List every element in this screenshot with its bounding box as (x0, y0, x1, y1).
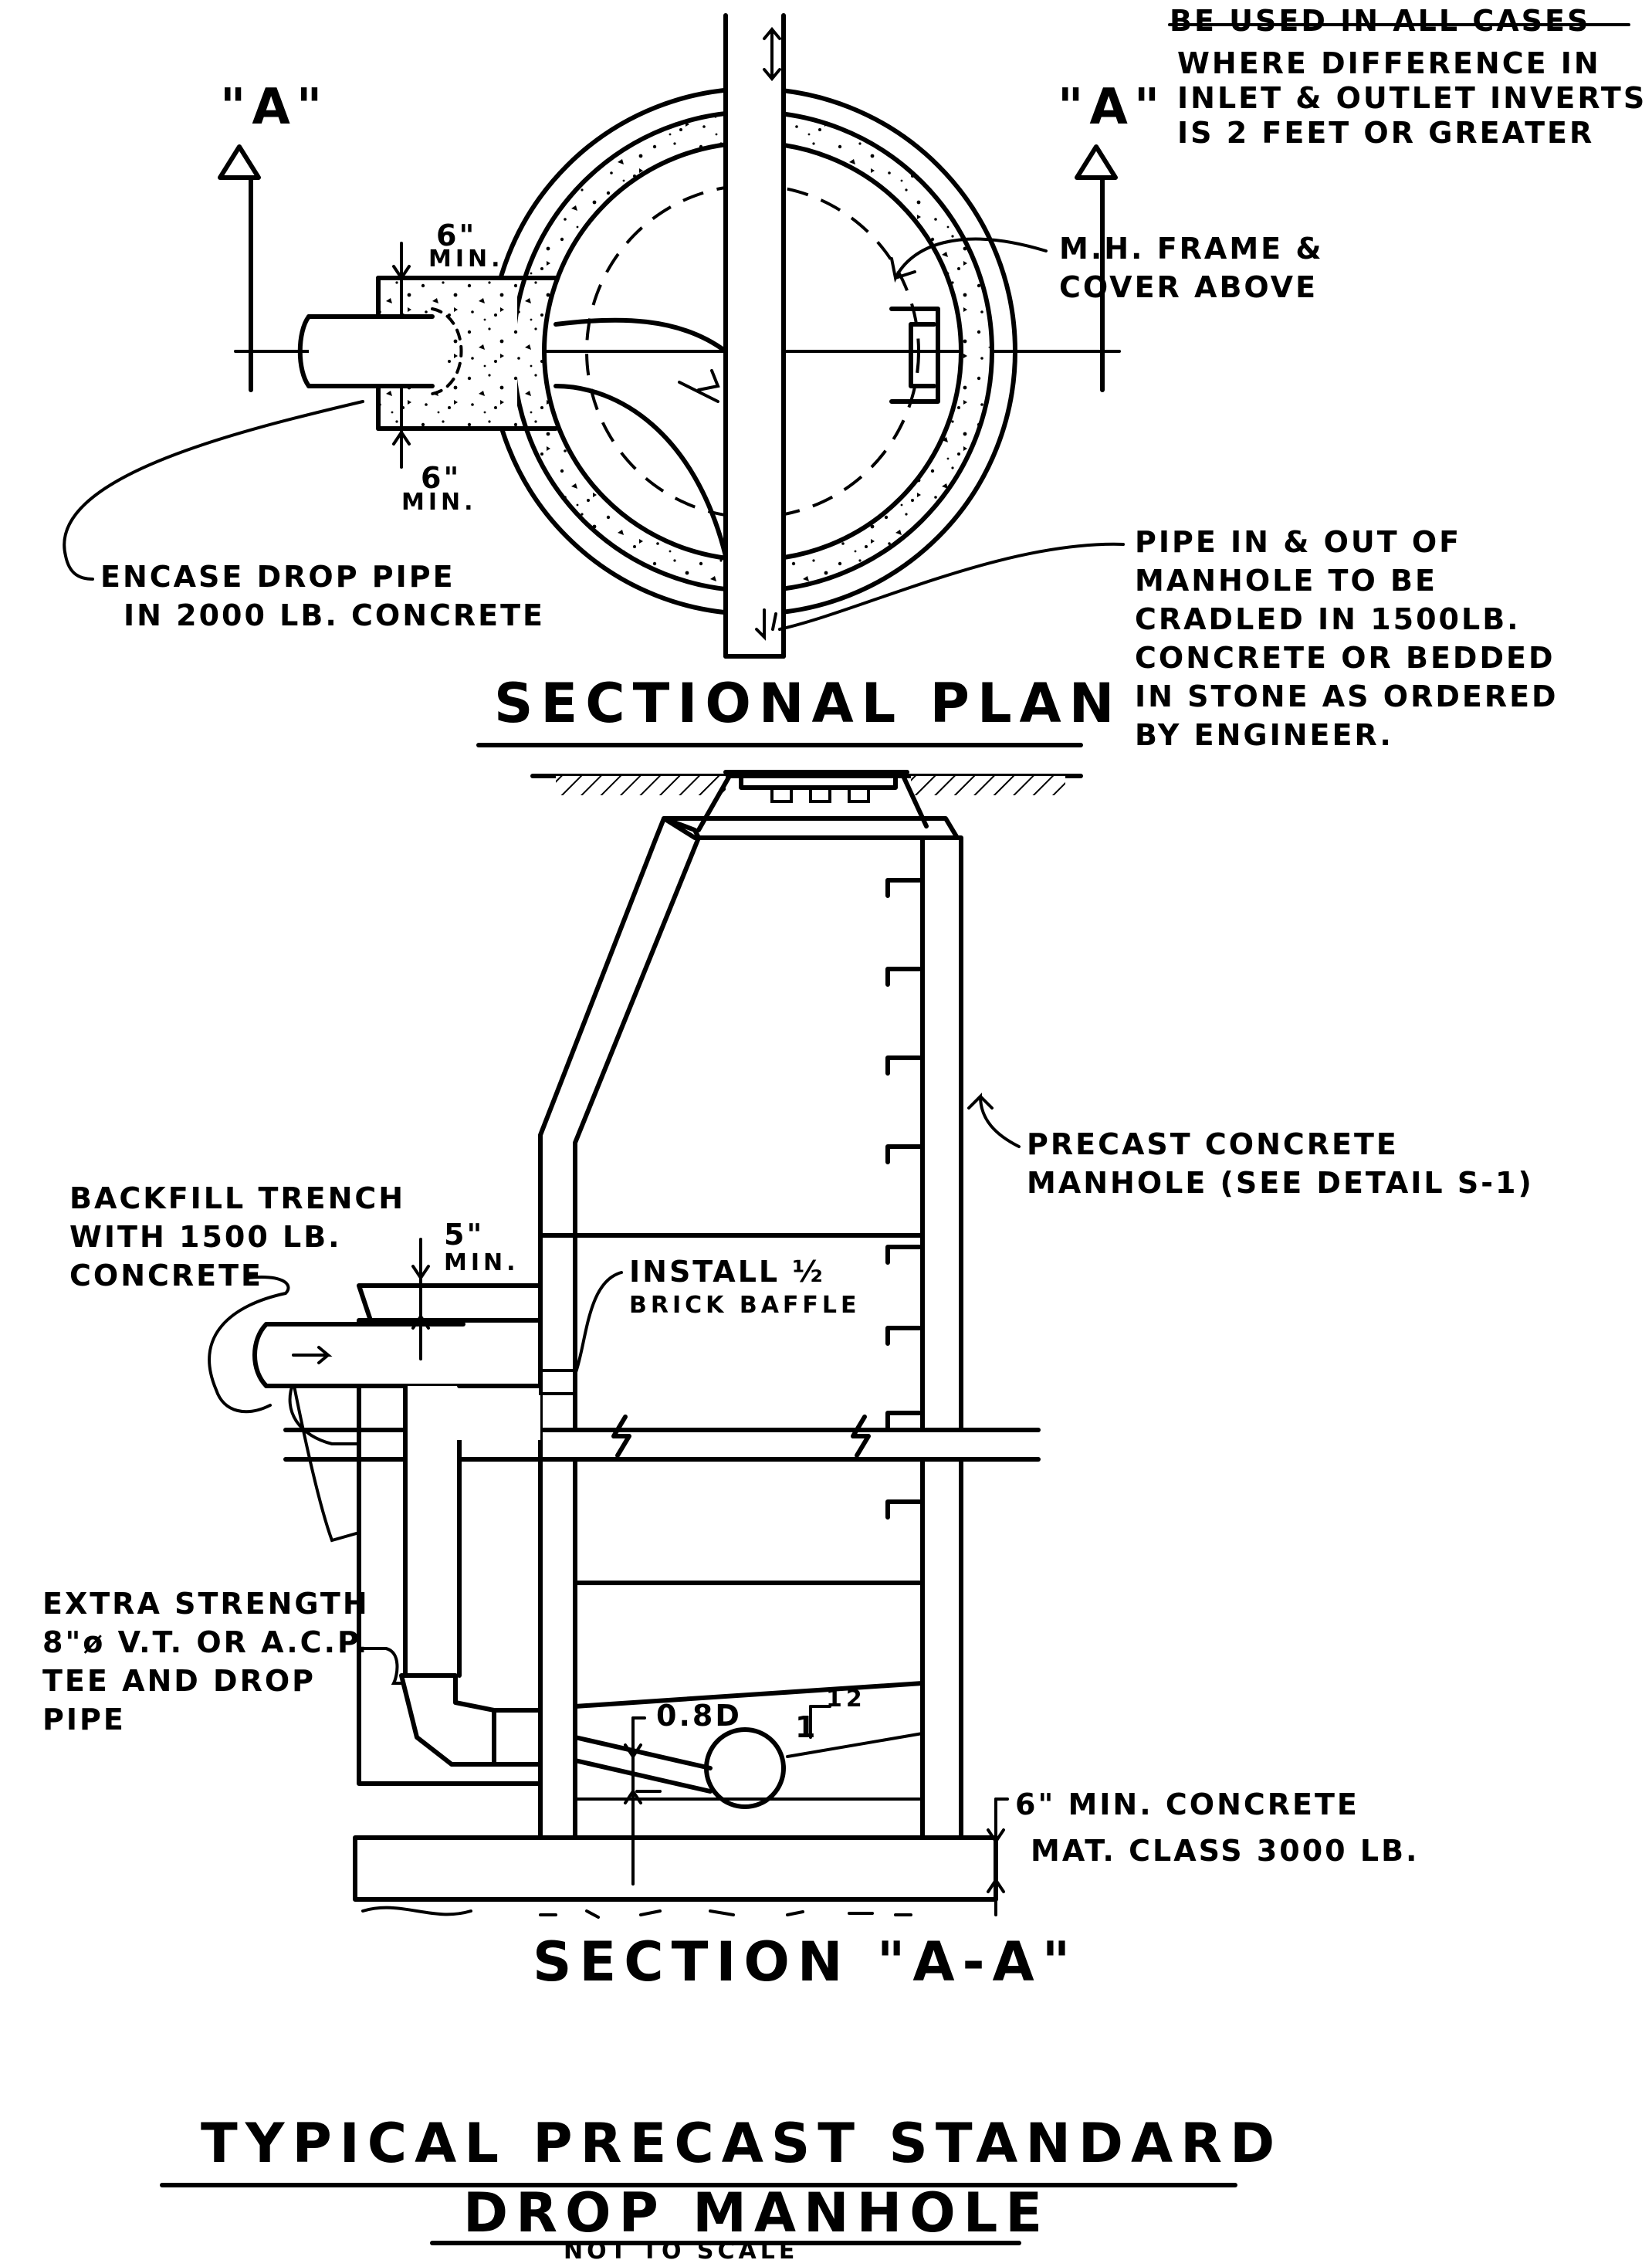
flow-arrow-icon (678, 369, 720, 403)
invert-channel (573, 1681, 925, 1840)
extra-strength-note: EXTRA STRENGTH 8"ø V.T. OR A.C.P. TEE AN… (42, 1587, 403, 1737)
flow-arrow-icon (763, 26, 781, 82)
svg-text:MIN.: MIN. (401, 489, 477, 516)
pipe-note: PIPE IN & OUT OF MANHOLE TO BE CRADLED I… (778, 525, 1559, 752)
svg-text:M.H. FRAME &: M.H. FRAME & (1059, 232, 1324, 266)
svg-text:INSTALL ½: INSTALL ½ (629, 1255, 825, 1289)
svg-text:BRICK BAFFLE: BRICK BAFFLE (629, 1292, 861, 1319)
baffle-note: INSTALL ½ BRICK BAFFLE (574, 1255, 861, 1376)
backfill-note: BACKFILL TRENCH WITH 1500 LB. CONCRETE (69, 1181, 405, 1414)
svg-text:1: 1 (795, 1710, 818, 1744)
top-note-line-3: INLET & OUTLET INVERTS (1177, 81, 1647, 115)
svg-text:MAT. CLASS 3000 LB.: MAT. CLASS 3000 LB. (1031, 1834, 1419, 1868)
section-marker-left: "A" (218, 79, 328, 392)
top-note-line-2: WHERE DIFFERENCE IN (1177, 46, 1601, 80)
encase-note: ENCASE DROP PIPE IN 2000 LB. CONCRETE (63, 400, 545, 632)
step-icon (889, 307, 940, 404)
svg-text:0.8D: 0.8D (656, 1699, 742, 1733)
svg-text:COVER ABOVE: COVER ABOVE (1059, 270, 1318, 304)
top-note-line-1: BE USED IN ALL CASES (1170, 4, 1590, 38)
main-title-line-2: DROP MANHOLE (463, 2181, 1050, 2245)
ground-surface (530, 774, 1083, 795)
frame-note: M.H. FRAME & COVER ABOVE (890, 232, 1324, 304)
svg-text:MIN.: MIN. (444, 1249, 520, 1276)
svg-text:SECTIONAL PLAN: SECTIONAL PLAN (494, 672, 1122, 735)
svg-text:EXTRA STRENGTH: EXTRA STRENGTH (42, 1587, 370, 1621)
svg-text:6": 6" (421, 461, 461, 495)
section-marker-right: "A" (1058, 79, 1166, 392)
svg-text:PIPE: PIPE (42, 1703, 126, 1737)
break-lines (283, 1415, 1042, 1462)
top-note-line-4: IS 2 FEET OR GREATER (1177, 116, 1594, 150)
svg-text:8"ø V.T. OR A.C.P.: 8"ø V.T. OR A.C.P. (42, 1625, 369, 1659)
min-dimension-bottom: 6" MIN. (392, 385, 477, 516)
svg-text:MIN.: MIN. (428, 246, 504, 273)
svg-text:PRECAST CONCRETE: PRECAST CONCRETE (1027, 1127, 1399, 1161)
arrow-up-icon (218, 144, 261, 180)
min-dimension-5: 5" MIN. (411, 1218, 520, 1360)
svg-text:BACKFILL TRENCH: BACKFILL TRENCH (69, 1181, 405, 1215)
drop-pipe-assembly (252, 1283, 577, 1786)
svg-text:12: 12 (826, 1686, 866, 1713)
flow-arrow-icon (292, 1346, 333, 1364)
svg-text:CRADLED IN 1500LB.: CRADLED IN 1500LB. (1135, 602, 1521, 636)
mat-note: 6" MIN. CONCRETE MAT. CLASS 3000 LB. (987, 1787, 1419, 1916)
plan-title: SECTIONAL PLAN (476, 672, 1122, 747)
sectional-plan: "A" "A" (63, 13, 1559, 752)
section-title: SECTION "A-A" (533, 1930, 1078, 1994)
flow-arrow-icon (755, 608, 777, 641)
svg-text:CONCRETE OR BEDDED: CONCRETE OR BEDDED (1135, 641, 1556, 675)
svg-text:IN 2000 LB. CONCRETE: IN 2000 LB. CONCRETE (124, 598, 545, 632)
svg-text:5": 5" (444, 1218, 484, 1252)
channel-lower (553, 384, 728, 558)
svg-text:ENCASE DROP PIPE: ENCASE DROP PIPE (100, 560, 455, 594)
svg-text:PIPE IN & OUT OF: PIPE IN & OUT OF (1135, 525, 1461, 559)
svg-text:MANHOLE TO BE: MANHOLE TO BE (1135, 564, 1437, 598)
channel-upper (553, 317, 728, 354)
svg-text:WITH 1500 LB.: WITH 1500 LB. (69, 1220, 342, 1254)
svg-text:BY ENGINEER.: BY ENGINEER. (1135, 718, 1393, 752)
arrow-up-icon (1075, 144, 1118, 180)
concrete-mat (353, 1835, 998, 1919)
section-a-a: PRECAST CONCRETE MANHOLE (SEE DETAIL S-1… (42, 770, 1534, 1994)
outlet-pipe (704, 1727, 786, 1809)
svg-text:CONCRETE: CONCRETE (69, 1259, 263, 1293)
min-dimension-top: 6" MIN. (392, 219, 504, 318)
svg-text:SECTION "A-A": SECTION "A-A" (533, 1930, 1078, 1994)
frame-and-cover (696, 770, 929, 832)
slope-indicator: 1 12 (795, 1686, 866, 1744)
svg-text:TEE AND DROP: TEE AND DROP (42, 1664, 316, 1698)
main-title: TYPICAL PRECAST STANDARD DROP MANHOLE NO… (160, 2112, 1282, 2260)
precast-note: PRECAST CONCRETE MANHOLE (SEE DETAIL S-1… (967, 1093, 1534, 1200)
depth-dimension: 0.8D (624, 1699, 742, 1886)
main-title-line-1: TYPICAL PRECAST STANDARD (201, 2112, 1282, 2175)
svg-text:6": 6" (436, 219, 476, 252)
scale-note: NOT TO SCALE (564, 2238, 798, 2260)
svg-text:MANHOLE (SEE DETAIL S-1): MANHOLE (SEE DETAIL S-1) (1027, 1166, 1534, 1200)
ladder-steps (885, 878, 925, 1520)
top-note: BE USED IN ALL CASES WHERE DIFFERENCE IN… (1168, 4, 1647, 150)
svg-text:IN STONE AS ORDERED: IN STONE AS ORDERED (1135, 679, 1559, 713)
svg-text:6" MIN. CONCRETE: 6" MIN. CONCRETE (1015, 1787, 1359, 1821)
through-pipe (723, 13, 786, 659)
svg-text:"A": "A" (220, 79, 328, 136)
svg-text:"A": "A" (1058, 79, 1166, 136)
